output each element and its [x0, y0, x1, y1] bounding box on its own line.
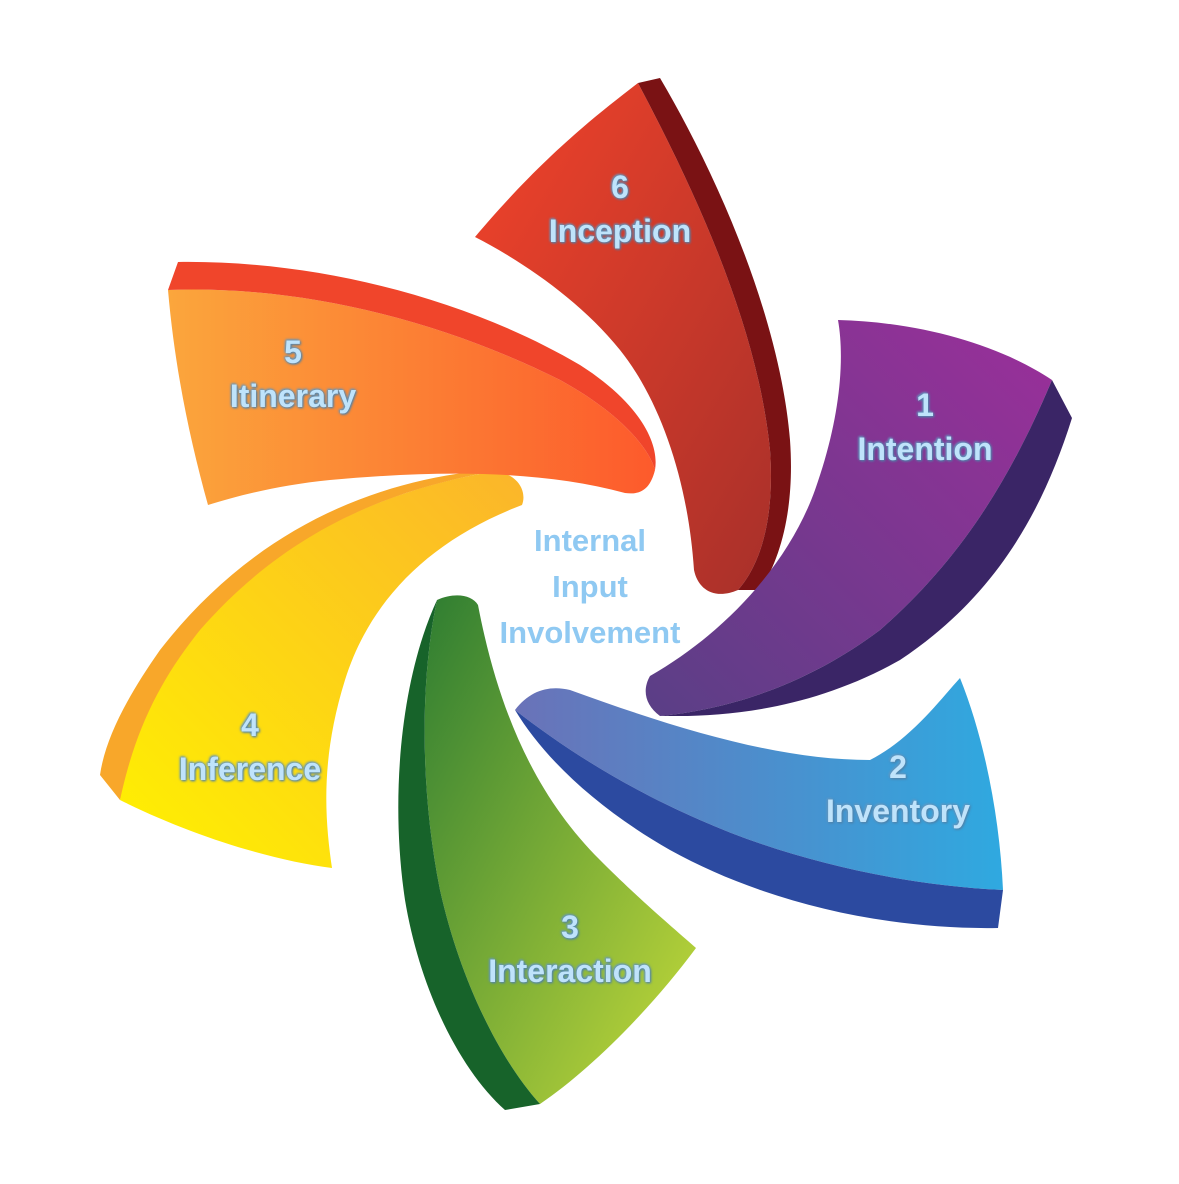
segment-1-number: 1	[916, 387, 934, 423]
segment-5-name: Itinerary	[229, 378, 357, 414]
segment-4-inference	[100, 471, 524, 868]
segment-4-name: Inference	[178, 751, 322, 787]
segment-6-name: Inception	[548, 213, 692, 249]
segment-6-label: 6 Inception	[530, 165, 710, 253]
segment-6-number: 6	[611, 169, 629, 205]
segment-2-name: Inventory	[825, 793, 971, 829]
segment-4-number: 4	[241, 707, 259, 743]
center-line-3: Involvement	[499, 615, 681, 650]
center-line-2: Input	[552, 569, 628, 604]
segment-2-inventory	[515, 678, 1003, 929]
segment-1-label: 1 Intention	[840, 383, 1010, 471]
segment-3-label: 3 Interaction	[470, 905, 670, 993]
segment-3-interaction	[398, 595, 696, 1110]
segment-5-number: 5	[284, 334, 302, 370]
segment-5-label: 5 Itinerary	[208, 330, 378, 418]
segment-4-label: 4 Inference	[160, 703, 340, 791]
center-label: Internal Input Involvement	[470, 518, 710, 656]
center-line-1: Internal	[534, 523, 646, 558]
segment-3-name: Interaction	[488, 953, 652, 989]
segment-2-label: 2 Inventory	[808, 745, 988, 833]
segment-3-number: 3	[561, 909, 579, 945]
segment-1-intention	[645, 320, 1072, 716]
segment-6-inception	[475, 78, 791, 594]
segment-2-number: 2	[889, 749, 907, 785]
segment-5-itinerary	[168, 261, 656, 505]
segment-1-name: Intention	[857, 431, 993, 467]
